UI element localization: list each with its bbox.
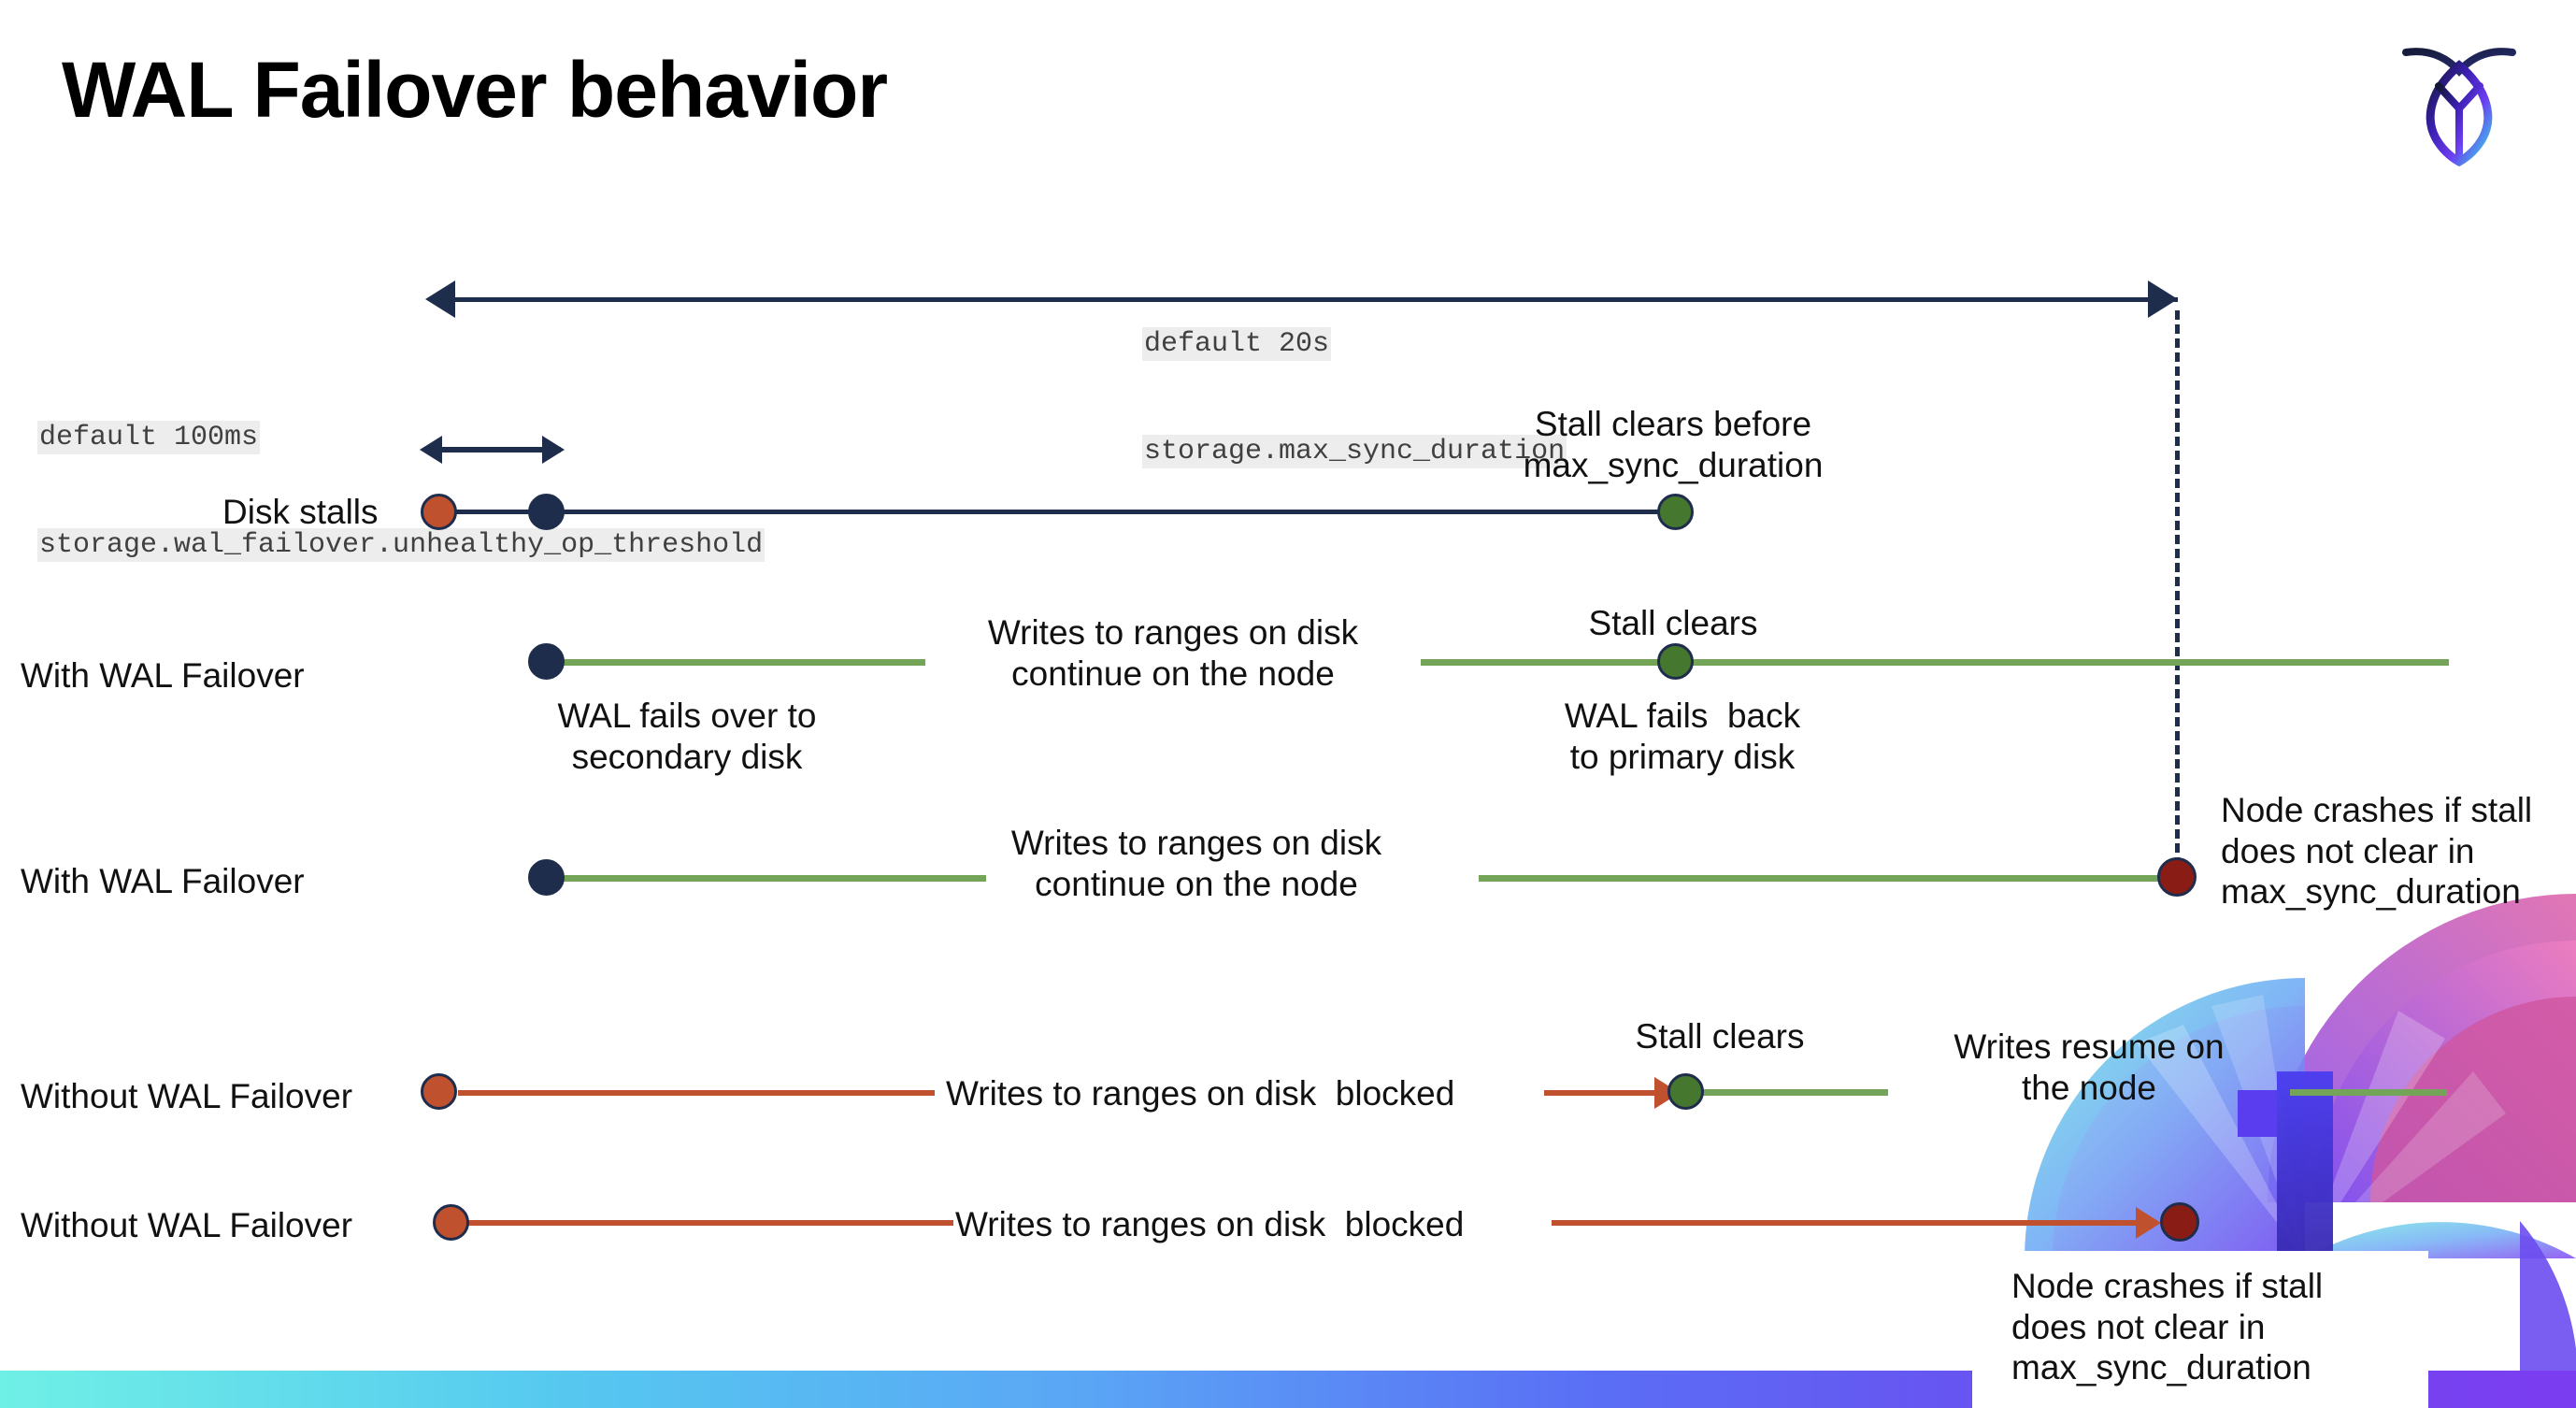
disk-stall-clear-dot xyxy=(1657,494,1694,530)
wal-failover-2-crash-dot xyxy=(2157,857,2197,897)
span-arrow-left-head xyxy=(425,280,455,318)
wal-failover-2-start-dot xyxy=(528,859,565,896)
unhealthy-setting-text: storage.wal_failover.unhealthy_op_thresh… xyxy=(37,527,766,562)
row-label-with-wal-failover-2: With WAL Failover xyxy=(21,862,305,900)
page-title: WAL Failover behavior xyxy=(62,46,888,134)
row-label-disk-stalls: Disk stalls xyxy=(222,493,379,531)
note-wal-fails-over: WAL fails over to secondary disk xyxy=(557,697,817,776)
max-sync-setting-text: storage.max_sync_duration xyxy=(1142,434,1567,468)
note-writes-continue-row1: Writes to ranges on disk continue on the… xyxy=(987,613,1359,693)
without-failover-1-clear-dot xyxy=(1667,1073,1704,1110)
without-failover-1-blocked-segment-b xyxy=(1544,1090,1666,1096)
row-label-without-wal-failover-1: Without WAL Failover xyxy=(21,1077,353,1115)
disk-stall-start-dot xyxy=(421,494,457,530)
wal-failover-2-line-segment-a xyxy=(547,875,986,882)
max-sync-duration-span-line xyxy=(449,297,2178,302)
note-stall-clears-row1: Stall clears xyxy=(1588,604,1758,642)
span-arrow-right-head xyxy=(2148,280,2178,318)
without-failover-2-arrow-head xyxy=(2136,1207,2161,1239)
threshold-arrow-left-head xyxy=(420,436,442,464)
wal-failover-1-clear-dot xyxy=(1657,643,1694,680)
row-label-with-wal-failover-1: With WAL Failover xyxy=(21,656,305,695)
without-failover-2-blocked-segment-a xyxy=(463,1220,953,1226)
without-failover-1-resume-segment-far xyxy=(2290,1089,2447,1096)
note-node-crashes-row4: Node crashes if stall does not clear in … xyxy=(2011,1267,2324,1387)
note-node-crashes-row2: Node crashes if stall does not clear in … xyxy=(2221,791,2533,912)
wal-failover-1-line-segment-b xyxy=(1421,659,2449,666)
cockroachdb-logo-icon xyxy=(2389,28,2529,168)
note-writes-blocked-row3: Writes to ranges on disk blocked xyxy=(946,1074,1455,1113)
max-sync-default-text: default 20s xyxy=(1142,326,1332,361)
crash-note-card xyxy=(1972,1251,2428,1408)
wal-failover-1-line-segment-a xyxy=(547,659,925,666)
threshold-span-line xyxy=(439,447,561,453)
wal-failover-1-start-dot xyxy=(528,643,565,680)
without-failover-1-stall-dot xyxy=(421,1073,457,1110)
note-wal-fails-back: WAL fails back to primary disk xyxy=(1564,697,1801,776)
note-writes-resume: Writes resume on the node xyxy=(1953,1027,2225,1107)
wal-failover-2-line-segment-b xyxy=(1479,875,2178,882)
unhealthy-op-threshold-annotation: default 100ms storage.wal_failover.unhea… xyxy=(37,348,766,635)
note-stall-clears-before: Stall clears before max_sync_duration xyxy=(1523,405,1824,484)
disk-stalls-timeline xyxy=(439,510,1678,514)
note-writes-blocked-row4: Writes to ranges on disk blocked xyxy=(955,1205,1465,1243)
without-failover-1-blocked-segment-a xyxy=(458,1090,935,1096)
without-failover-2-crash-dot xyxy=(2160,1202,2199,1242)
without-failover-2-blocked-segment-b xyxy=(1552,1220,2150,1226)
disk-stall-failover-dot xyxy=(528,494,565,530)
unhealthy-default-text: default 100ms xyxy=(37,420,261,454)
without-failover-1-resume-segment xyxy=(1696,1089,1888,1096)
row-label-without-wal-failover-2: Without WAL Failover xyxy=(21,1206,353,1244)
note-writes-continue-row2: Writes to ranges on disk continue on the… xyxy=(1010,824,1382,903)
max-sync-deadline-dashed-line xyxy=(2175,310,2180,881)
threshold-arrow-right-head xyxy=(542,436,565,464)
max-sync-duration-annotation: default 20s storage.max_sync_duration xyxy=(1142,254,1567,541)
note-stall-clears-row3: Stall clears xyxy=(1635,1017,1805,1056)
without-failover-2-stall-dot xyxy=(433,1204,469,1241)
